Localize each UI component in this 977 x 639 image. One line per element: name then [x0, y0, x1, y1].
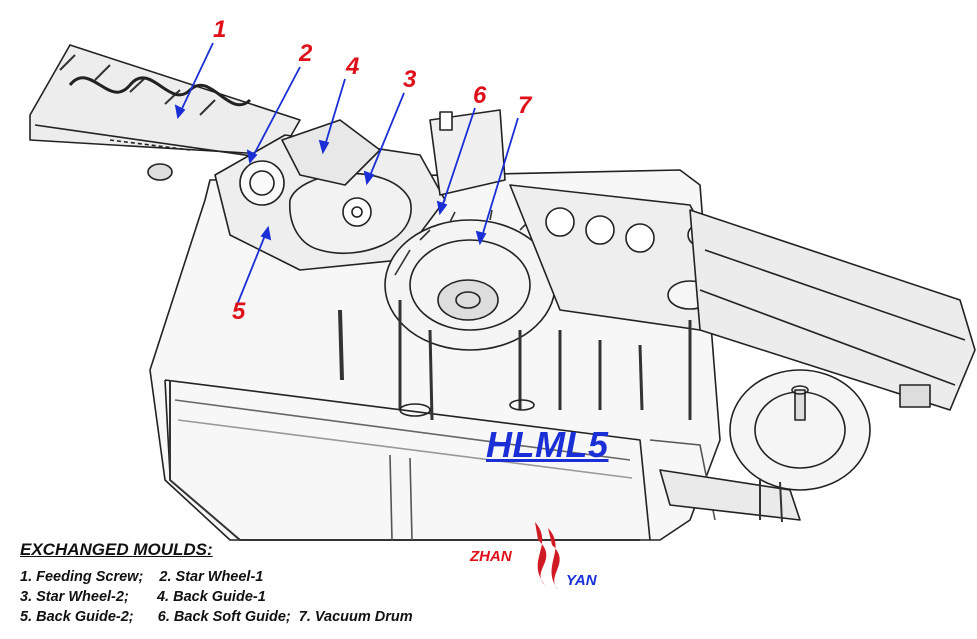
- feeding-screw: [68, 76, 252, 107]
- callout-7: 7: [518, 92, 532, 119]
- callout-4: 4: [346, 53, 360, 80]
- legend-title: EXCHANGED MOULDS:: [20, 540, 213, 559]
- callout-6: 6: [473, 82, 487, 109]
- legend-row: 5. Back Guide-2; 6. Back Soft Guide; 7. …: [20, 609, 413, 625]
- brand-text-yan: YAN: [566, 572, 597, 589]
- callout-1: 1: [213, 16, 227, 43]
- label-reel: [729, 369, 871, 491]
- legend-row: 1. Feeding Screw; 2. Star Wheel-1: [20, 569, 264, 585]
- legend: EXCHANGED MOULDS: 1. Feeding Screw; 2. S…: [20, 540, 413, 629]
- feed-conveyor: [29, 44, 301, 156]
- model-name: HLML5: [486, 424, 609, 465]
- callout-3: 3: [403, 66, 417, 93]
- legend-row: 3. Star Wheel-2; 4. Back Guide-1: [20, 589, 266, 605]
- cabinet-panel: [169, 380, 640, 541]
- brand-text-zhan: ZHAN: [470, 548, 512, 565]
- reel-arm: [659, 469, 801, 521]
- callout-5: 5: [232, 298, 246, 325]
- output-conveyor: [689, 209, 976, 411]
- callout-2: 2: [299, 40, 313, 67]
- upper-tower: [429, 109, 506, 196]
- back-guide-1: [281, 119, 381, 186]
- brand-logo-mark: [535, 522, 560, 590]
